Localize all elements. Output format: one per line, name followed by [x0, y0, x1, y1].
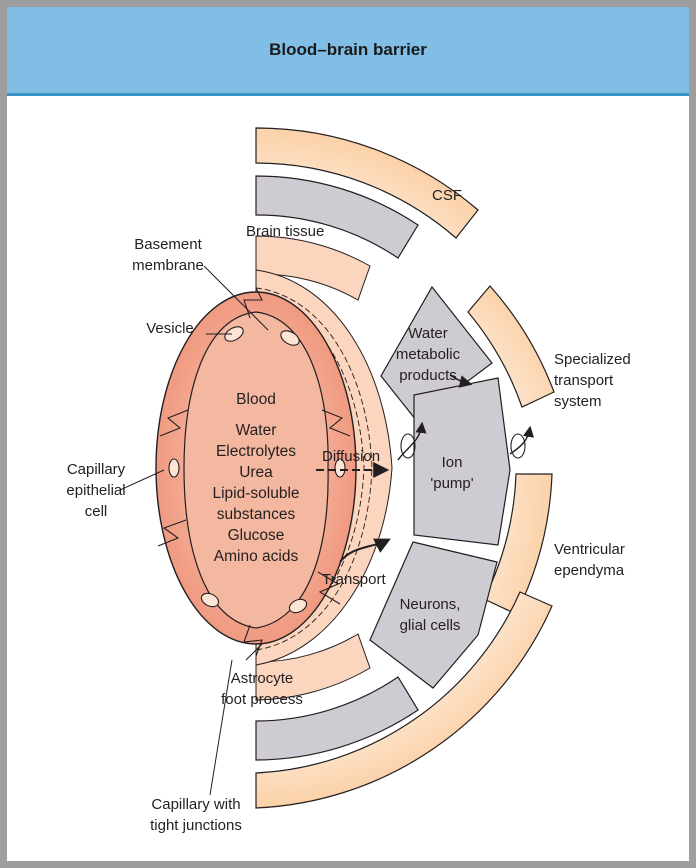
brain-tissue-label: Brain tissue	[246, 223, 324, 240]
water-metabolic-label-3: products	[399, 367, 457, 384]
water-arrow	[449, 374, 473, 388]
pump-channel-right	[510, 433, 526, 459]
blood-item-amino-acids: Amino acids	[214, 548, 299, 565]
brain-tissue-top	[255, 175, 419, 259]
tight-junctions-label-1: Capillary with	[151, 796, 240, 813]
figure-title: Blood–brain barrier	[269, 40, 427, 59]
leader-lines	[119, 265, 269, 796]
diffusion-label: Diffusion	[322, 448, 380, 465]
capillary-epithelial-label-3: cell	[85, 503, 108, 520]
blood-item-substances: substances	[217, 506, 296, 523]
specialized-transport-label-2: transport	[554, 372, 614, 389]
water-metabolic-label-2: metabolic	[396, 346, 461, 363]
astrocyte-band-lower	[255, 633, 371, 701]
pump-channel-left	[400, 433, 416, 459]
capillary-epithelial-label-1: Capillary	[67, 461, 126, 478]
header-rule	[7, 93, 689, 96]
blood-item-lipid-soluble: Lipid-soluble	[212, 485, 299, 502]
vesicles	[168, 326, 346, 614]
ion-pump-label-2: 'pump'	[430, 475, 473, 492]
blood-item-water: Water	[236, 422, 277, 439]
vesicle-label: Vesicle	[146, 320, 194, 337]
tissue-ion-pump	[413, 377, 511, 546]
blood-item-urea: Urea	[239, 464, 273, 481]
ventricular-ependyma-label-1: Ventricular	[554, 541, 625, 558]
csf-label: CSF	[432, 187, 462, 204]
ventricular-ependyma-label-2: ependyma	[554, 562, 625, 579]
csf-band-ependyma	[483, 473, 553, 615]
pump-arrow-right	[509, 425, 535, 455]
basement-membrane-label-2: membrane	[132, 257, 204, 274]
tissue-neurons	[369, 541, 498, 689]
neurons-label-1: Neurons,	[400, 596, 461, 613]
basement-membrane-label-1: Basement	[134, 236, 202, 253]
water-metabolic-label-1: Water	[408, 325, 447, 342]
blood-label: Blood	[236, 391, 276, 408]
figure-header: Blood–brain barrier	[7, 7, 689, 93]
capillary-epithelial-label-2: epithelial	[66, 482, 125, 499]
astrocyte-band	[255, 235, 371, 301]
capillary-inner-lumen	[183, 311, 329, 629]
csf-band-bottom	[255, 591, 553, 809]
blood-item-glucose: Glucose	[228, 527, 285, 544]
specialized-transport-label-1: Specialized	[554, 351, 631, 368]
neurons-label-2: glial cells	[400, 617, 461, 634]
csf-band-transport	[467, 285, 555, 408]
specialized-transport-label-3: system	[554, 393, 602, 410]
astrocyte-label-1: Astrocyte	[231, 670, 294, 687]
pump-arrow-left	[397, 421, 427, 461]
tight-junctions-label-2: tight junctions	[150, 817, 242, 834]
ion-pump-label-1: Ion	[442, 454, 463, 471]
transport-arrow	[339, 538, 391, 563]
brain-tissue-bottom	[255, 676, 419, 761]
transport-label: Transport	[322, 571, 386, 588]
csf-band-top	[255, 127, 479, 239]
blood-item-electrolytes: Electrolytes	[216, 443, 296, 460]
astrocyte-label-2: foot process	[221, 691, 303, 708]
